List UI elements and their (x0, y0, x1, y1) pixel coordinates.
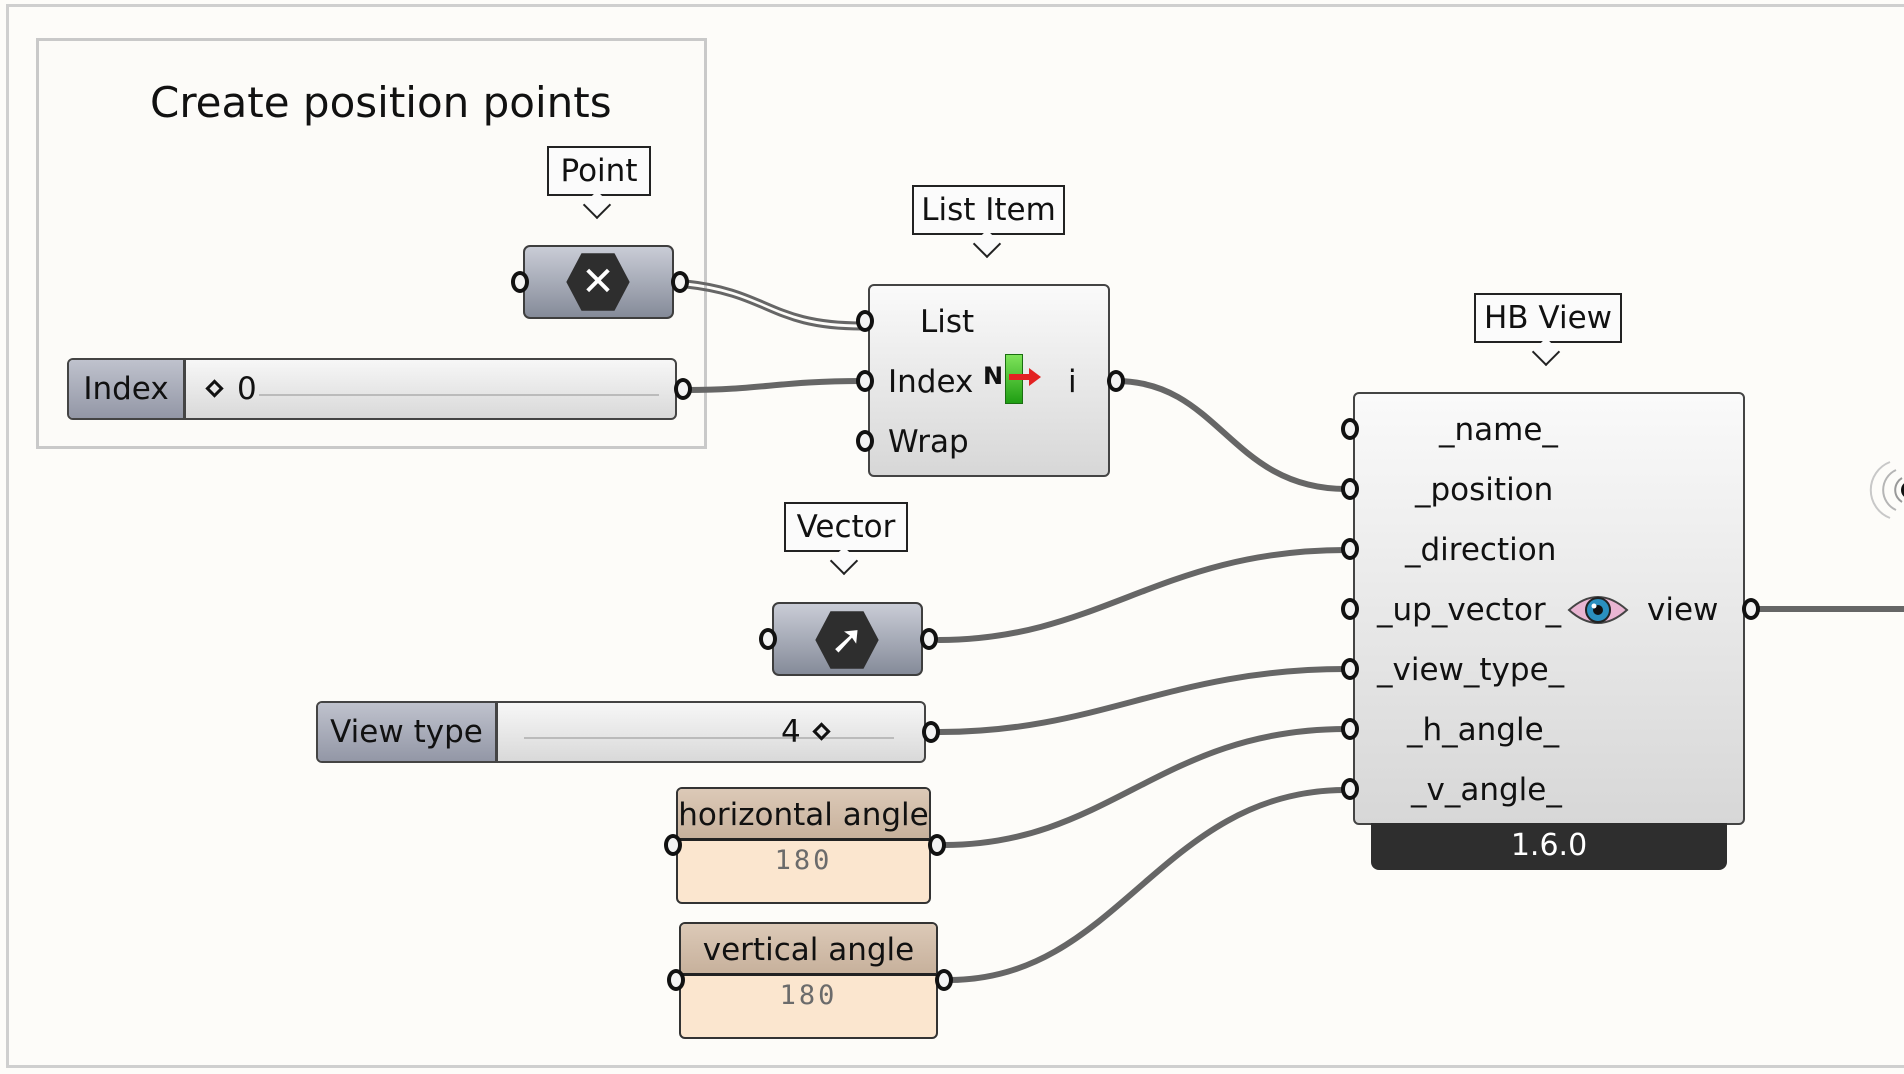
panel-h-input-port[interactable] (664, 834, 682, 856)
list-item-port-index[interactable] (856, 370, 874, 392)
x-hexagon-icon: ✕ (566, 253, 630, 311)
hb-view-input-view-type: _view_type_ (1377, 652, 1565, 688)
vector-output-port[interactable] (920, 628, 938, 650)
vector-param[interactable]: ➚ (772, 602, 923, 676)
point-output-port[interactable] (671, 271, 689, 293)
list-item-icon: N (983, 350, 1045, 406)
panel-vertical-angle[interactable]: vertical angle 180 (679, 922, 938, 1039)
hb-view-component[interactable]: _name_ _position _direction _up_vector_ … (1353, 392, 1745, 825)
panel-vertical-angle-title: vertical angle (681, 924, 936, 976)
panel-horizontal-angle-value[interactable]: 180 (774, 845, 833, 876)
hb-view-input-name: _name_ (1439, 412, 1558, 448)
hb-view-version-bar: 1.6.0 (1371, 823, 1727, 870)
group-title: Create position points (150, 78, 612, 127)
list-item-port-list[interactable] (856, 310, 874, 332)
wire-hangle-to-h-angle (941, 726, 1349, 848)
wire-index-to-list (685, 378, 865, 393)
list-item-port-output[interactable] (1107, 370, 1125, 392)
eye-icon (1567, 590, 1629, 630)
panel-h-output-port[interactable] (928, 834, 946, 856)
wire-list-to-position (1113, 378, 1349, 492)
canvas-border (6, 4, 1904, 1068)
panel-vertical-angle-value[interactable]: 180 (779, 980, 838, 1011)
point-param[interactable]: ✕ (523, 245, 674, 319)
hb-view-input-position: _position (1415, 472, 1554, 508)
point-input-port[interactable] (511, 271, 529, 293)
list-item-component[interactable]: List Index Wrap N i (868, 284, 1110, 477)
wire-viewtype-to-view-type (937, 666, 1349, 735)
callout-vector: Vector (784, 502, 908, 552)
view-type-slider-label: View type (318, 703, 498, 761)
hb-view-input-v-angle: _v_angle_ (1411, 772, 1562, 808)
callout-hb-view: HB View (1474, 293, 1622, 343)
view-type-slider-value: 4 (781, 714, 801, 750)
callout-list-item: List Item (912, 185, 1065, 235)
hb-view-port-position[interactable] (1341, 478, 1359, 500)
vector-input-port[interactable] (759, 628, 777, 650)
index-output-port[interactable] (674, 378, 692, 400)
wire-point-to-list-b (684, 285, 864, 331)
callout-point: Point (547, 146, 651, 196)
panel-v-output-port[interactable] (935, 969, 953, 991)
arrow-hexagon-icon: ➚ (815, 611, 879, 669)
hb-view-port-direction[interactable] (1341, 538, 1359, 560)
hb-view-port-up-vector[interactable] (1341, 598, 1359, 620)
wire-vangle-to-v-angle (946, 787, 1349, 983)
panel-horizontal-angle[interactable]: horizontal angle 180 (676, 787, 931, 904)
wire-point-to-list (684, 279, 864, 325)
list-item-input-wrap: Wrap (888, 424, 969, 460)
index-slider[interactable]: Index 0 (67, 358, 677, 420)
index-slider-label: Index (69, 360, 186, 418)
list-item-output-i: i (1068, 364, 1077, 400)
view-type-output-port[interactable] (922, 721, 940, 743)
list-item-input-index: Index (888, 364, 974, 400)
wire-vector-to-direction (936, 547, 1349, 643)
view-type-slider[interactable]: View type 4 (316, 701, 926, 763)
index-slider-value: 0 (237, 371, 257, 407)
hb-view-port-name[interactable] (1341, 418, 1359, 440)
slider-handle-icon[interactable] (205, 379, 224, 398)
list-item-port-wrap[interactable] (856, 430, 874, 452)
list-item-input-list: List (920, 304, 975, 340)
panel-v-input-port[interactable] (667, 969, 685, 991)
panel-horizontal-angle-title: horizontal angle (678, 789, 929, 841)
hb-view-output-view: view (1647, 592, 1719, 628)
hb-view-port-output[interactable] (1742, 598, 1760, 620)
hb-view-input-up-vector: _up_vector_ (1377, 592, 1562, 628)
hb-view-port-v-angle[interactable] (1341, 778, 1359, 800)
index-slider-track[interactable] (259, 380, 659, 396)
offscreen-component-edge[interactable] (1862, 452, 1904, 528)
hb-view-port-view-type[interactable] (1341, 658, 1359, 680)
hb-view-input-h-angle: _h_angle_ (1407, 712, 1560, 748)
hb-view-input-direction: _direction (1405, 532, 1557, 568)
view-type-slider-track[interactable] (524, 723, 894, 739)
hb-view-port-h-angle[interactable] (1341, 718, 1359, 740)
